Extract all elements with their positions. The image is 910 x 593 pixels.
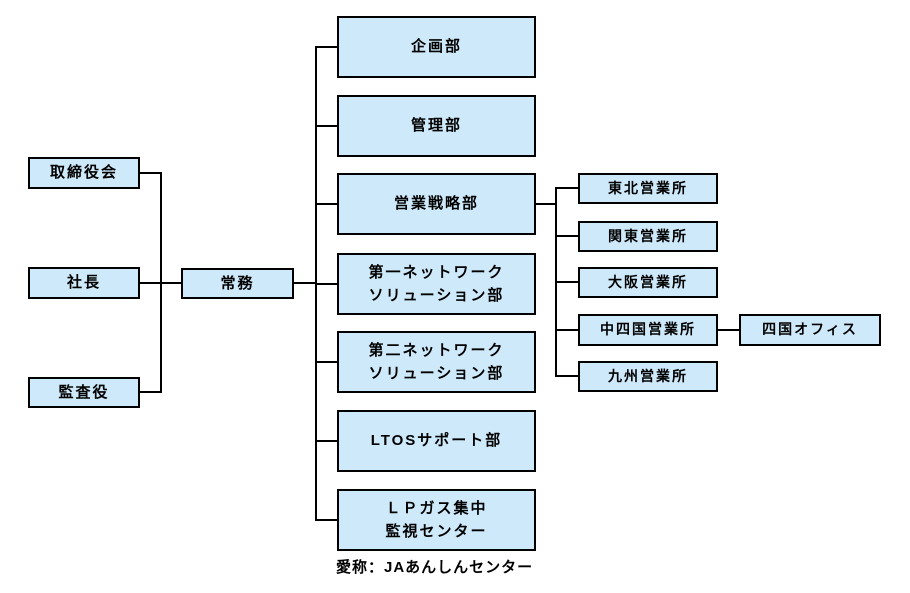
connector-stub-osaka <box>555 281 578 283</box>
node-first-network-solution-dept: 第一ネットワーク ソリューション部 <box>337 253 536 315</box>
connector-stub-first-network <box>315 283 337 285</box>
node-president: 社長 <box>28 267 140 299</box>
connector-stub-lp-gas <box>315 519 337 521</box>
connector-executive-vertical <box>160 172 162 393</box>
node-osaka-office: 大阪営業所 <box>578 267 718 298</box>
connector-chushikoku-to-shikoku <box>716 329 739 331</box>
caption-nickname: 愛称：JAあんしんセンター <box>336 559 534 576</box>
node-sales-strategy-dept: 営業戦略部 <box>337 173 536 235</box>
connector-board-stub <box>140 172 160 174</box>
connector-stub-planning <box>315 46 337 48</box>
connector-stub-kanto <box>555 235 578 237</box>
node-second-network-solution-dept: 第二ネットワーク ソリューション部 <box>337 331 536 393</box>
connector-stub-admin <box>315 125 337 127</box>
node-shikoku-office: 四国オフィス <box>739 314 881 346</box>
node-ltos-support-dept: LTOSサポート部 <box>337 410 536 472</box>
connector-stub-sales-strategy <box>315 203 337 205</box>
connector-stub-ltos <box>315 440 337 442</box>
node-planning-dept: 企画部 <box>337 16 536 78</box>
connector-stub-tohoku <box>555 187 578 189</box>
node-auditor: 監査役 <box>28 377 140 408</box>
connector-managing-to-trunk <box>294 282 316 284</box>
node-managing-director: 常務 <box>181 268 294 299</box>
node-kyushu-office: 九州営業所 <box>578 361 718 392</box>
connector-auditor-stub <box>140 391 160 393</box>
node-admin-dept: 管理部 <box>337 95 536 157</box>
node-kanto-office: 関東営業所 <box>578 221 718 252</box>
connector-stub-chushikoku <box>555 329 578 331</box>
connector-stub-kyushu <box>555 375 578 377</box>
node-chushikoku-office: 中四国営業所 <box>578 314 718 346</box>
node-board-of-directors: 取締役会 <box>28 157 140 189</box>
connector-sales-strategy-to-branch <box>536 203 557 205</box>
connector-stub-second-network <box>315 361 337 363</box>
node-lp-gas-monitoring-center: ＬＰガス集中 監視センター <box>337 489 536 551</box>
node-tohoku-office: 東北営業所 <box>578 173 718 204</box>
